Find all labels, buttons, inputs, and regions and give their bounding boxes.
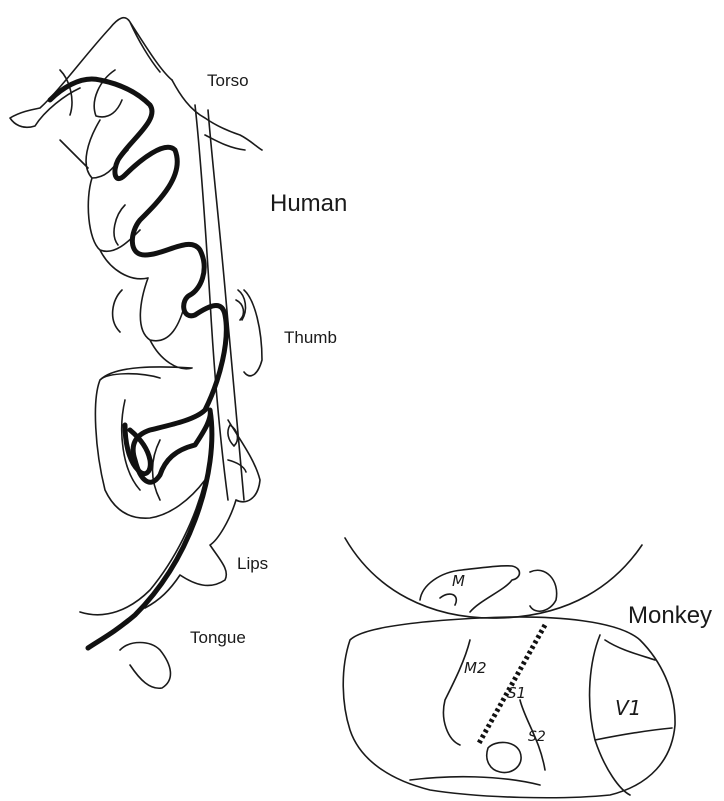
monkey-title: Monkey (628, 602, 712, 629)
area-m2-label: M2 (464, 659, 487, 677)
human-cortex-drawing (10, 18, 262, 689)
human-torso-arm (172, 80, 262, 150)
label-thumb: Thumb (284, 328, 337, 347)
monkey-brain-drawing (343, 538, 675, 798)
label-lips: Lips (237, 554, 268, 573)
human-title: Human (270, 190, 347, 217)
area-s2-label: S2 (528, 729, 546, 745)
human-face-detail (228, 425, 246, 472)
area-s1-label: S1 (507, 684, 526, 702)
human-outer-contour (10, 18, 205, 615)
label-torso: Torso (207, 71, 249, 90)
monkey-s2-region (487, 742, 521, 772)
area-m-label: M (452, 572, 465, 590)
area-v1-label: V1 (615, 696, 641, 720)
monkey-upper-arc (345, 538, 642, 618)
label-tongue: Tongue (190, 628, 246, 647)
human-thumb-detail (236, 290, 245, 320)
human-tongue-lobe (120, 643, 170, 689)
monkey-frontal-lobe (420, 566, 557, 612)
